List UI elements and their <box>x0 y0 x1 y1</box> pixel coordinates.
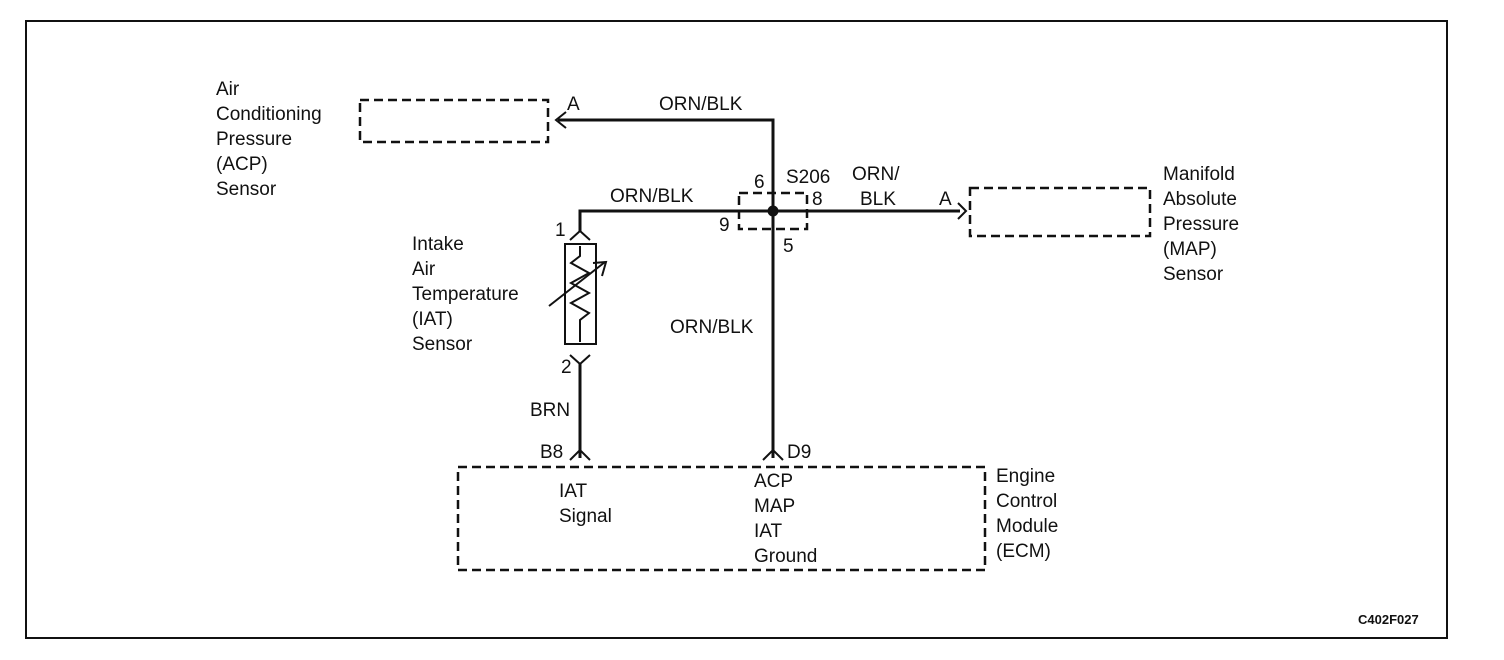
iat-thermistor-symbol <box>568 246 592 342</box>
iat-arrow-head <box>592 260 608 277</box>
ecm-iat-signal-label: IAT Signal <box>559 481 612 527</box>
wire-acp-to-splice <box>558 118 775 210</box>
wire-label-map: ORN/ BLK <box>852 164 905 210</box>
splice-pin-6: 6 <box>754 172 765 193</box>
acp-sensor-box <box>358 98 550 144</box>
ecm-connector-d9 <box>762 448 784 461</box>
splice-pin-9: 9 <box>719 215 730 236</box>
map-sensor-box <box>968 186 1152 238</box>
iat-sensor-label: Intake Air Temperature (IAT) Sensor <box>412 234 524 355</box>
acp-pin-label: A <box>567 94 580 115</box>
iat-variable-arrow <box>548 261 606 307</box>
wire-label-iat-top: ORN/BLK <box>610 186 694 207</box>
wire-label-brn: BRN <box>530 400 570 421</box>
acp-sensor-label: Air Conditioning Pressure (ACP) Sensor <box>216 79 327 200</box>
map-connector-symbol <box>957 202 968 220</box>
ecm-label: Engine Control Module (ECM) <box>996 466 1064 562</box>
iat-connector-pin2 <box>569 354 591 366</box>
ecm-ground-label: ACP MAP IAT Ground <box>754 471 817 567</box>
ecm-pin-b8-label: B8 <box>540 442 563 463</box>
map-pin-label: A <box>939 189 952 210</box>
iat-connector-pin1 <box>569 229 591 241</box>
iat-pin-1-label: 1 <box>555 220 566 241</box>
splice-pin-5: 5 <box>783 236 794 257</box>
wire-label-splice-ecm: ORN/BLK <box>670 317 754 338</box>
splice-pin-8: 8 <box>812 189 823 210</box>
wire-label-acp: ORN/BLK <box>659 94 743 115</box>
ecm-box <box>456 465 987 572</box>
ecm-connector-b8 <box>569 448 591 461</box>
figure-code: C402F027 <box>1358 612 1419 627</box>
wire-iat-to-splice <box>578 209 773 232</box>
diagram-frame <box>25 20 1448 639</box>
iat-pin-2-label: 2 <box>561 357 572 378</box>
ecm-pin-d9-label: D9 <box>787 442 811 463</box>
map-sensor-label: Manifold Absolute Pressure (MAP) Sensor <box>1163 164 1244 285</box>
acp-connector-symbol <box>554 111 567 129</box>
splice-s206-label: S206 <box>786 167 830 188</box>
